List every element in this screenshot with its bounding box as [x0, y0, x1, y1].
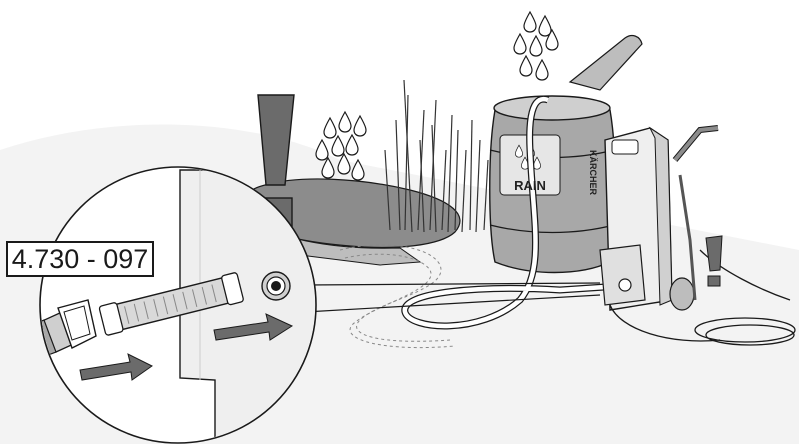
- pressure-washer: [599, 125, 719, 311]
- water-drop-icon: [513, 11, 559, 81]
- rain-barrel: [489, 95, 616, 274]
- part-number-label: 4.730 - 097: [6, 241, 154, 277]
- warning-exclamation-icon: [705, 235, 723, 287]
- reeds: [384, 79, 489, 233]
- water-drop-icon: [315, 111, 367, 181]
- high-pressure-hose: [609, 249, 796, 346]
- alternate-hose: [339, 244, 451, 342]
- downpipe: [568, 34, 643, 91]
- flow-arrow-icon: [79, 313, 294, 381]
- brand-label: KÄRCHER: [588, 150, 598, 195]
- barrel-label: RAIN: [514, 178, 546, 193]
- water-filter: [98, 272, 244, 336]
- callout-lines: [304, 282, 601, 313]
